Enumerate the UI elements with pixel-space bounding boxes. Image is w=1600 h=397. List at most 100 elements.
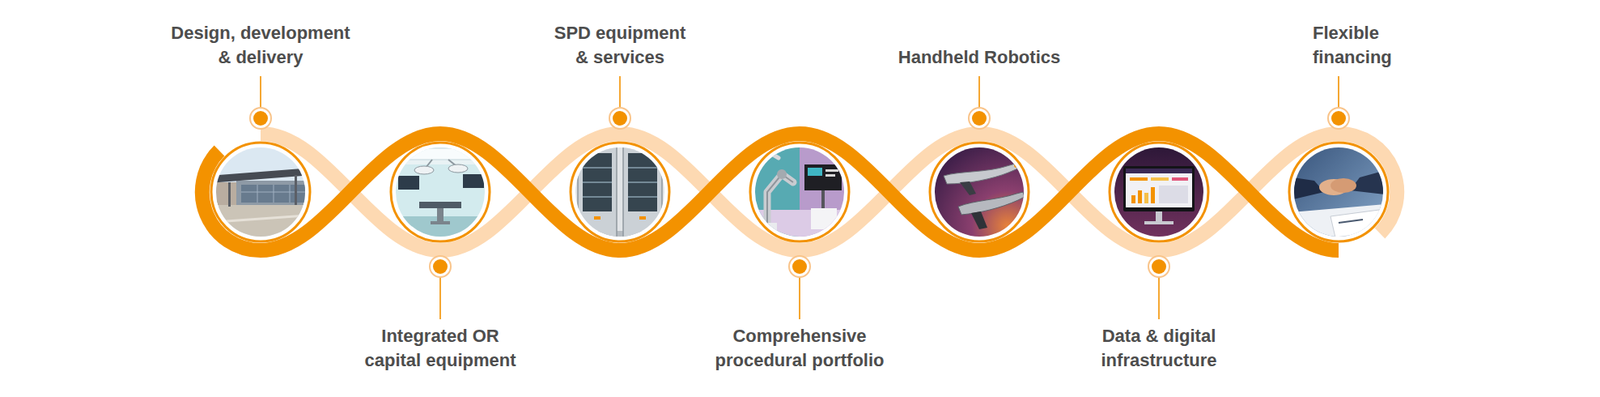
operating-room-photo-part — [383, 135, 497, 249]
step-label: Handheld Robotics — [897, 45, 1062, 70]
marker-dots-part — [968, 107, 990, 129]
step-node: Handheld Robotics — [922, 135, 1036, 249]
spd-equipment-photo-part-part — [563, 230, 677, 249]
marker-dots-part — [253, 110, 268, 126]
procedural-portfolio-photo-part-part — [821, 190, 825, 208]
spd-equipment-photo-part-part — [582, 181, 612, 183]
spd-equipment-photo-part-part — [582, 166, 612, 169]
step-label: Data & digital infrastructure — [1101, 323, 1218, 373]
operating-room-photo-part-part — [462, 174, 484, 188]
spd-equipment-photo — [563, 135, 677, 249]
procedural-portfolio-photo-part-part — [767, 174, 794, 225]
operating-room-photo-part-part — [419, 201, 462, 208]
financing-photo-part-part — [1349, 167, 1396, 196]
step-label: Flexible financing — [1312, 21, 1365, 70]
operating-room-photo-part-part — [437, 207, 444, 221]
operating-room-photo-part-part — [383, 135, 497, 165]
financing-photo-part — [1281, 135, 1396, 249]
financing-photo-part-part — [1330, 178, 1357, 193]
procedural-portfolio-photo-part-part — [807, 167, 823, 176]
data-dashboard-photo-part-part — [1144, 192, 1149, 204]
data-dashboard-photo-part-part — [1171, 177, 1189, 181]
building-photo-part-part — [203, 135, 318, 249]
building-photo-part-part — [203, 203, 318, 249]
building-photo — [203, 135, 318, 249]
spd-equipment-photo-part-part — [628, 166, 658, 169]
building-photo-part-part — [228, 182, 231, 207]
step-node: Flexible financing — [1281, 135, 1396, 249]
marker-dots-part — [609, 107, 631, 129]
light-ribbon — [260, 133, 1397, 251]
marker-dots-part — [1328, 107, 1350, 129]
operating-room-photo-part-part — [448, 164, 468, 173]
data-dashboard-photo-part-part — [1150, 186, 1155, 204]
building-photo-part-part — [257, 184, 259, 203]
spd-equipment-photo-part-part — [628, 181, 658, 183]
leader-lines-part — [1337, 76, 1340, 107]
marker-dots-part — [789, 255, 811, 277]
leader-lines — [260, 76, 1339, 319]
data-dashboard-photo-part-part — [1158, 185, 1189, 204]
spd-equipment-photo-part-part — [594, 216, 601, 220]
financing-photo-part-part — [1281, 203, 1396, 249]
spd-equipment-photo-part-part — [623, 144, 663, 242]
spd-equipment-photo-part-part — [582, 195, 612, 198]
step-label: Integrated OR capital equipment — [363, 323, 518, 373]
procedural-portfolio-photo-part-part — [804, 164, 842, 191]
operating-room-photo — [383, 135, 497, 249]
leader-lines-part — [798, 276, 801, 319]
building-photo-part-part — [203, 214, 318, 223]
financing-photo-part-part — [1281, 135, 1396, 249]
spd-equipment-photo-part-part — [628, 195, 658, 198]
marker-dots-part — [612, 110, 628, 126]
building-photo-part-part — [294, 174, 298, 205]
procedural-portfolio-photo — [742, 135, 857, 249]
procedural-portfolio-photo-part-part — [760, 222, 777, 234]
marker-dots-part — [1148, 255, 1170, 277]
data-dashboard-photo-part-part — [1129, 177, 1148, 181]
step-node: Data & digital infrastructure — [1102, 135, 1216, 249]
spd-equipment-photo-part-part — [628, 152, 658, 212]
handheld-robotics-photo-part-part — [958, 191, 1025, 215]
procedural-portfolio-photo-part-part — [825, 169, 839, 172]
building-photo-part-part — [236, 180, 311, 205]
step-label: Design, development & delivery — [169, 21, 352, 70]
marker-dots-part — [250, 107, 272, 129]
data-dashboard-photo-part-part — [1144, 220, 1174, 225]
spd-equipment-photo-part-part — [639, 216, 646, 220]
data-dashboard-photo-part-part — [1137, 190, 1142, 204]
operating-room-photo-part-part — [407, 148, 473, 160]
operating-room-photo-part-part — [398, 175, 420, 190]
leader-lines-part — [259, 76, 262, 107]
handheld-robotics-photo-part — [922, 135, 1036, 249]
procedural-portfolio-photo-part — [742, 135, 857, 249]
operating-room-photo-part-part — [430, 220, 450, 225]
step-node: SPD equipment & services — [563, 135, 677, 249]
procedural-portfolio-photo-part-part — [759, 152, 779, 160]
operating-room-photo-part-part — [383, 135, 497, 249]
building-photo-part — [203, 135, 318, 249]
procedural-portfolio-photo-part-part — [776, 169, 787, 179]
handheld-robotics-photo-part-part — [959, 181, 977, 196]
marker-dots-part — [971, 110, 987, 126]
financing-photo-part-part — [1330, 209, 1386, 238]
data-dashboard-photo-part-part — [1125, 168, 1193, 208]
building-photo-part-part — [289, 184, 291, 203]
procedural-portfolio-photo-part-part — [767, 174, 794, 225]
data-dashboard-photo-part-part — [1102, 135, 1216, 249]
procedural-portfolio-photo-part-part — [825, 174, 836, 177]
handheld-robotics-photo — [922, 135, 1036, 249]
financing-photo-part-part — [1281, 175, 1325, 200]
procedural-portfolio-photo-part-part — [742, 209, 857, 249]
financing-photo — [1281, 135, 1396, 249]
step-node: Comprehensive procedural portfolio — [742, 135, 857, 249]
spd-equipment-photo-part-part — [582, 152, 612, 212]
operating-room-photo-part-part — [414, 165, 434, 175]
data-dashboard-photo-part-part — [1125, 168, 1193, 174]
data-dashboard-photo-part-part — [1155, 211, 1163, 221]
step-node: Integrated OR capital equipment — [383, 135, 497, 249]
handheld-robotics-photo-part-part — [922, 135, 1036, 249]
operating-room-photo-part-part — [383, 216, 497, 249]
marker-dots-part — [1151, 258, 1167, 274]
